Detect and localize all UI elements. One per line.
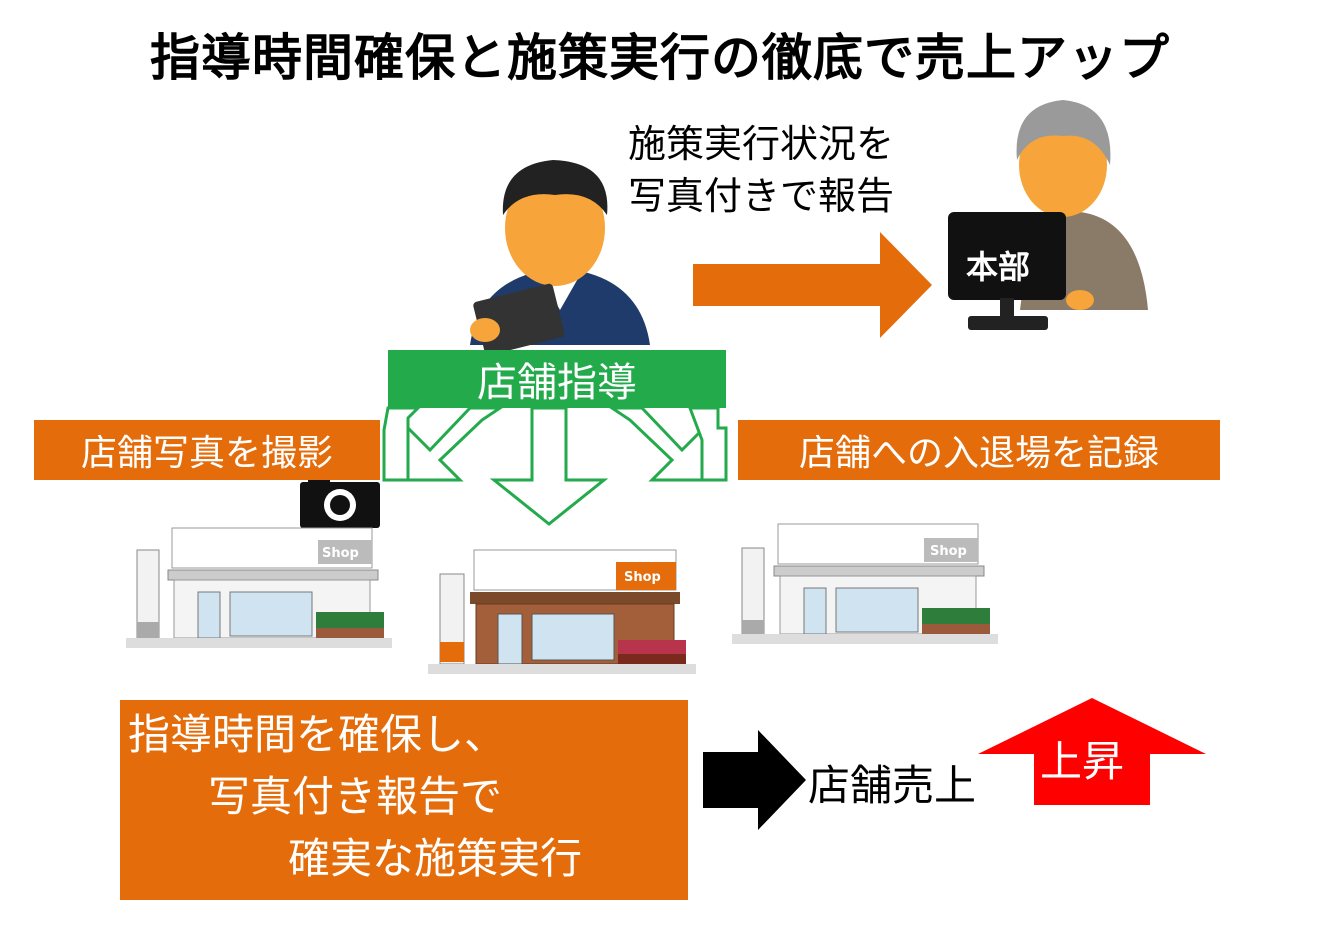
store-sales-label: 店舗売上: [808, 761, 977, 810]
manager-figure: [470, 160, 650, 356]
store-3: [732, 523, 998, 644]
hq-figure: [948, 100, 1148, 330]
store-2: [428, 549, 696, 674]
summary-line-2: 写真付き報告で: [208, 772, 503, 821]
shop-sign-2: Shop: [624, 570, 661, 585]
report-line-2: 写真付きで報告: [628, 174, 895, 218]
camera-icon: [300, 472, 380, 528]
summary-line-3: 確実な施策実行: [288, 834, 583, 883]
entry-record-label-box: 店舗への入退場を記録: [738, 420, 1220, 480]
result-arrow: [703, 730, 806, 830]
store-1: [126, 527, 392, 648]
rise-arrow: [978, 698, 1206, 805]
guidance-arrows: [382, 406, 728, 526]
summary-line-1: 指導時間を確保し、: [128, 710, 507, 759]
photo-label: 店舗写真を撮影: [80, 433, 333, 474]
report-text: 施策実行状況を 写真付きで報告: [628, 118, 894, 222]
shop-sign-1: Shop: [322, 546, 359, 561]
entry-record-label: 店舗への入退場を記録: [798, 433, 1159, 474]
store-guidance-box: 店舗指導: [388, 350, 726, 408]
report-arrow: [693, 232, 932, 338]
page-title: 指導時間確保と施策実行の徹底で売上アップ: [150, 29, 1170, 87]
report-line-1: 施策実行状況を: [628, 122, 895, 166]
photo-label-box: 店舗写真を撮影: [34, 420, 380, 480]
summary-box: 指導時間を確保し、 写真付き報告で 確実な施策実行: [120, 700, 688, 900]
rise-label: 上昇: [1040, 737, 1125, 786]
shop-sign-3: Shop: [930, 544, 967, 559]
hq-label: 本部: [966, 248, 1031, 286]
store-guidance-label: 店舗指導: [477, 360, 637, 406]
